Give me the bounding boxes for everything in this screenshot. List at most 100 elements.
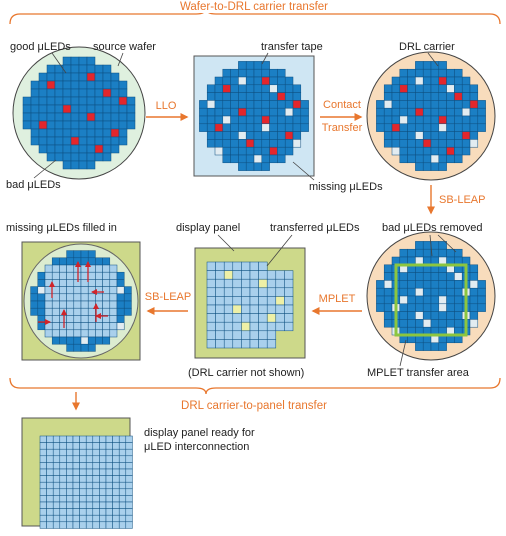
led-site (66, 343, 75, 352)
led-site (110, 88, 120, 98)
led-site (438, 287, 447, 297)
led-site (238, 131, 247, 140)
led-site (125, 468, 133, 476)
led-site (446, 115, 455, 125)
led-site (258, 330, 268, 340)
led-site (430, 92, 440, 101)
led-site (109, 279, 118, 287)
led-site (292, 92, 302, 101)
led-site (238, 139, 247, 148)
led-site (87, 264, 96, 273)
led-site (266, 321, 277, 332)
led-site (284, 304, 294, 314)
led-site (454, 154, 463, 164)
led-site (215, 270, 225, 280)
mplet-step-arrow: MPLET (311, 293, 362, 315)
led-site (438, 311, 447, 320)
led-site (118, 448, 127, 457)
led-site (284, 123, 294, 132)
led-site (214, 123, 224, 132)
led-site (46, 448, 54, 457)
led-site (277, 154, 286, 164)
led-site (261, 123, 270, 132)
led-site (376, 123, 385, 132)
led-site (258, 304, 268, 314)
ready-label-line1: display panel ready for (144, 427, 255, 439)
led-site (86, 80, 96, 90)
led-site (469, 303, 479, 312)
led-site (116, 279, 125, 287)
led-site (277, 139, 286, 148)
led-site (46, 64, 56, 74)
led-site (222, 92, 231, 101)
led-site (269, 139, 278, 148)
led-site (72, 488, 80, 496)
led-site (126, 96, 136, 106)
led-site (85, 501, 94, 509)
led-site (102, 307, 111, 316)
led-site (300, 107, 309, 117)
led-site (438, 303, 447, 312)
led-site (215, 278, 225, 289)
led-site (79, 481, 87, 490)
led-site (118, 435, 127, 443)
led-site (39, 481, 47, 490)
led-site (109, 329, 118, 338)
led-site (46, 120, 56, 130)
led-site (376, 295, 385, 305)
led-site (284, 92, 294, 101)
led-site (284, 100, 294, 109)
drl-not-shown-label: (DRL carrier not shown) (188, 367, 304, 379)
led-site (261, 84, 270, 93)
led-site (87, 293, 96, 302)
led-site (415, 61, 424, 70)
led-site (284, 313, 294, 323)
led-site (95, 271, 103, 280)
led-site (37, 293, 46, 302)
led-site (44, 293, 53, 302)
led-site (223, 270, 234, 280)
led-site (44, 271, 53, 280)
led-site (118, 96, 128, 106)
led-site (62, 152, 72, 162)
led-site (59, 481, 67, 490)
led-site (66, 495, 74, 503)
led-site (438, 139, 447, 148)
led-site (253, 154, 263, 164)
led-site (422, 131, 432, 140)
led-site (62, 104, 72, 114)
led-site (238, 92, 247, 101)
led-site (118, 104, 128, 114)
led-site (66, 322, 75, 331)
led-site (66, 264, 75, 273)
led-site (215, 321, 225, 332)
wafer-to-drl-title: Wafer-to-DRL carrier transfer (180, 1, 328, 13)
led-site (72, 481, 80, 490)
led-site (266, 330, 277, 340)
led-site (241, 321, 251, 332)
led-site (105, 442, 113, 450)
drl-carrier-label: DRL carrier (399, 41, 455, 53)
led-site (59, 495, 67, 503)
led-site (383, 272, 393, 281)
led-site (261, 107, 270, 117)
led-site (51, 293, 60, 302)
led-site (85, 514, 94, 523)
led-site (59, 501, 67, 509)
led-site (253, 100, 263, 109)
led-site (54, 128, 64, 138)
led-site (300, 123, 309, 132)
led-site (112, 508, 120, 516)
led-site (206, 278, 216, 289)
led-site (118, 488, 127, 496)
led-site (407, 100, 416, 109)
led-site (51, 286, 60, 295)
final-led-grid (39, 435, 133, 529)
led-site (87, 257, 96, 266)
led-site (126, 120, 136, 130)
led-site (86, 144, 96, 154)
led-site (66, 521, 74, 529)
led-site (105, 481, 113, 490)
led-site (86, 136, 96, 146)
led-site (66, 250, 75, 259)
